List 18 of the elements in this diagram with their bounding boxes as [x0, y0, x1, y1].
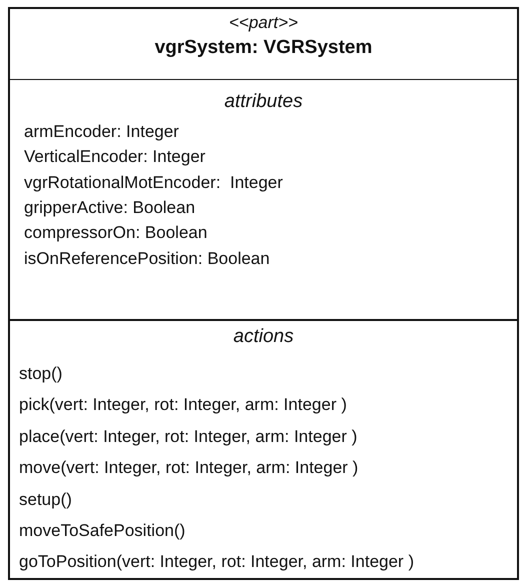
operation-text: stop() — [19, 364, 62, 384]
block-title: vgrSystem: VGRSystem — [154, 38, 374, 58]
attribute-text: VerticalEncoder: Integer — [24, 147, 206, 168]
operation-text: pick(vert: Integer, rot: Integer, arm: Integer ) — [19, 395, 347, 416]
stereotype-label: <<part>> — [228, 13, 299, 33]
compartment-heading: attributes — [223, 92, 304, 112]
operation-text: goToPosition(vert: Integer, rot: Integer, arm: Integer ) — [19, 552, 414, 572]
block-box — [8, 7, 519, 580]
operation-text: setup() — [19, 490, 72, 510]
attribute-text: isOnReferencePosition: Boolean — [24, 248, 270, 268]
operation-text: place(vert: Integer, rot: Integer, arm: Integer ) — [19, 426, 358, 447]
operation-text: move(vert: Integer, rot: Integer, arm: Integer ) — [19, 458, 358, 478]
attribute-text: gripperActive: Boolean — [24, 198, 196, 218]
attribute-text: armEncoder: Integer — [24, 122, 179, 142]
attribute-text: compressorOn: Boolean — [24, 223, 208, 244]
operation-text: moveToSafePosition() — [19, 521, 186, 541]
attribute-text: vgrRotationalMotEncoder: Integer — [24, 172, 283, 193]
compartment-heading: actions — [232, 327, 295, 347]
